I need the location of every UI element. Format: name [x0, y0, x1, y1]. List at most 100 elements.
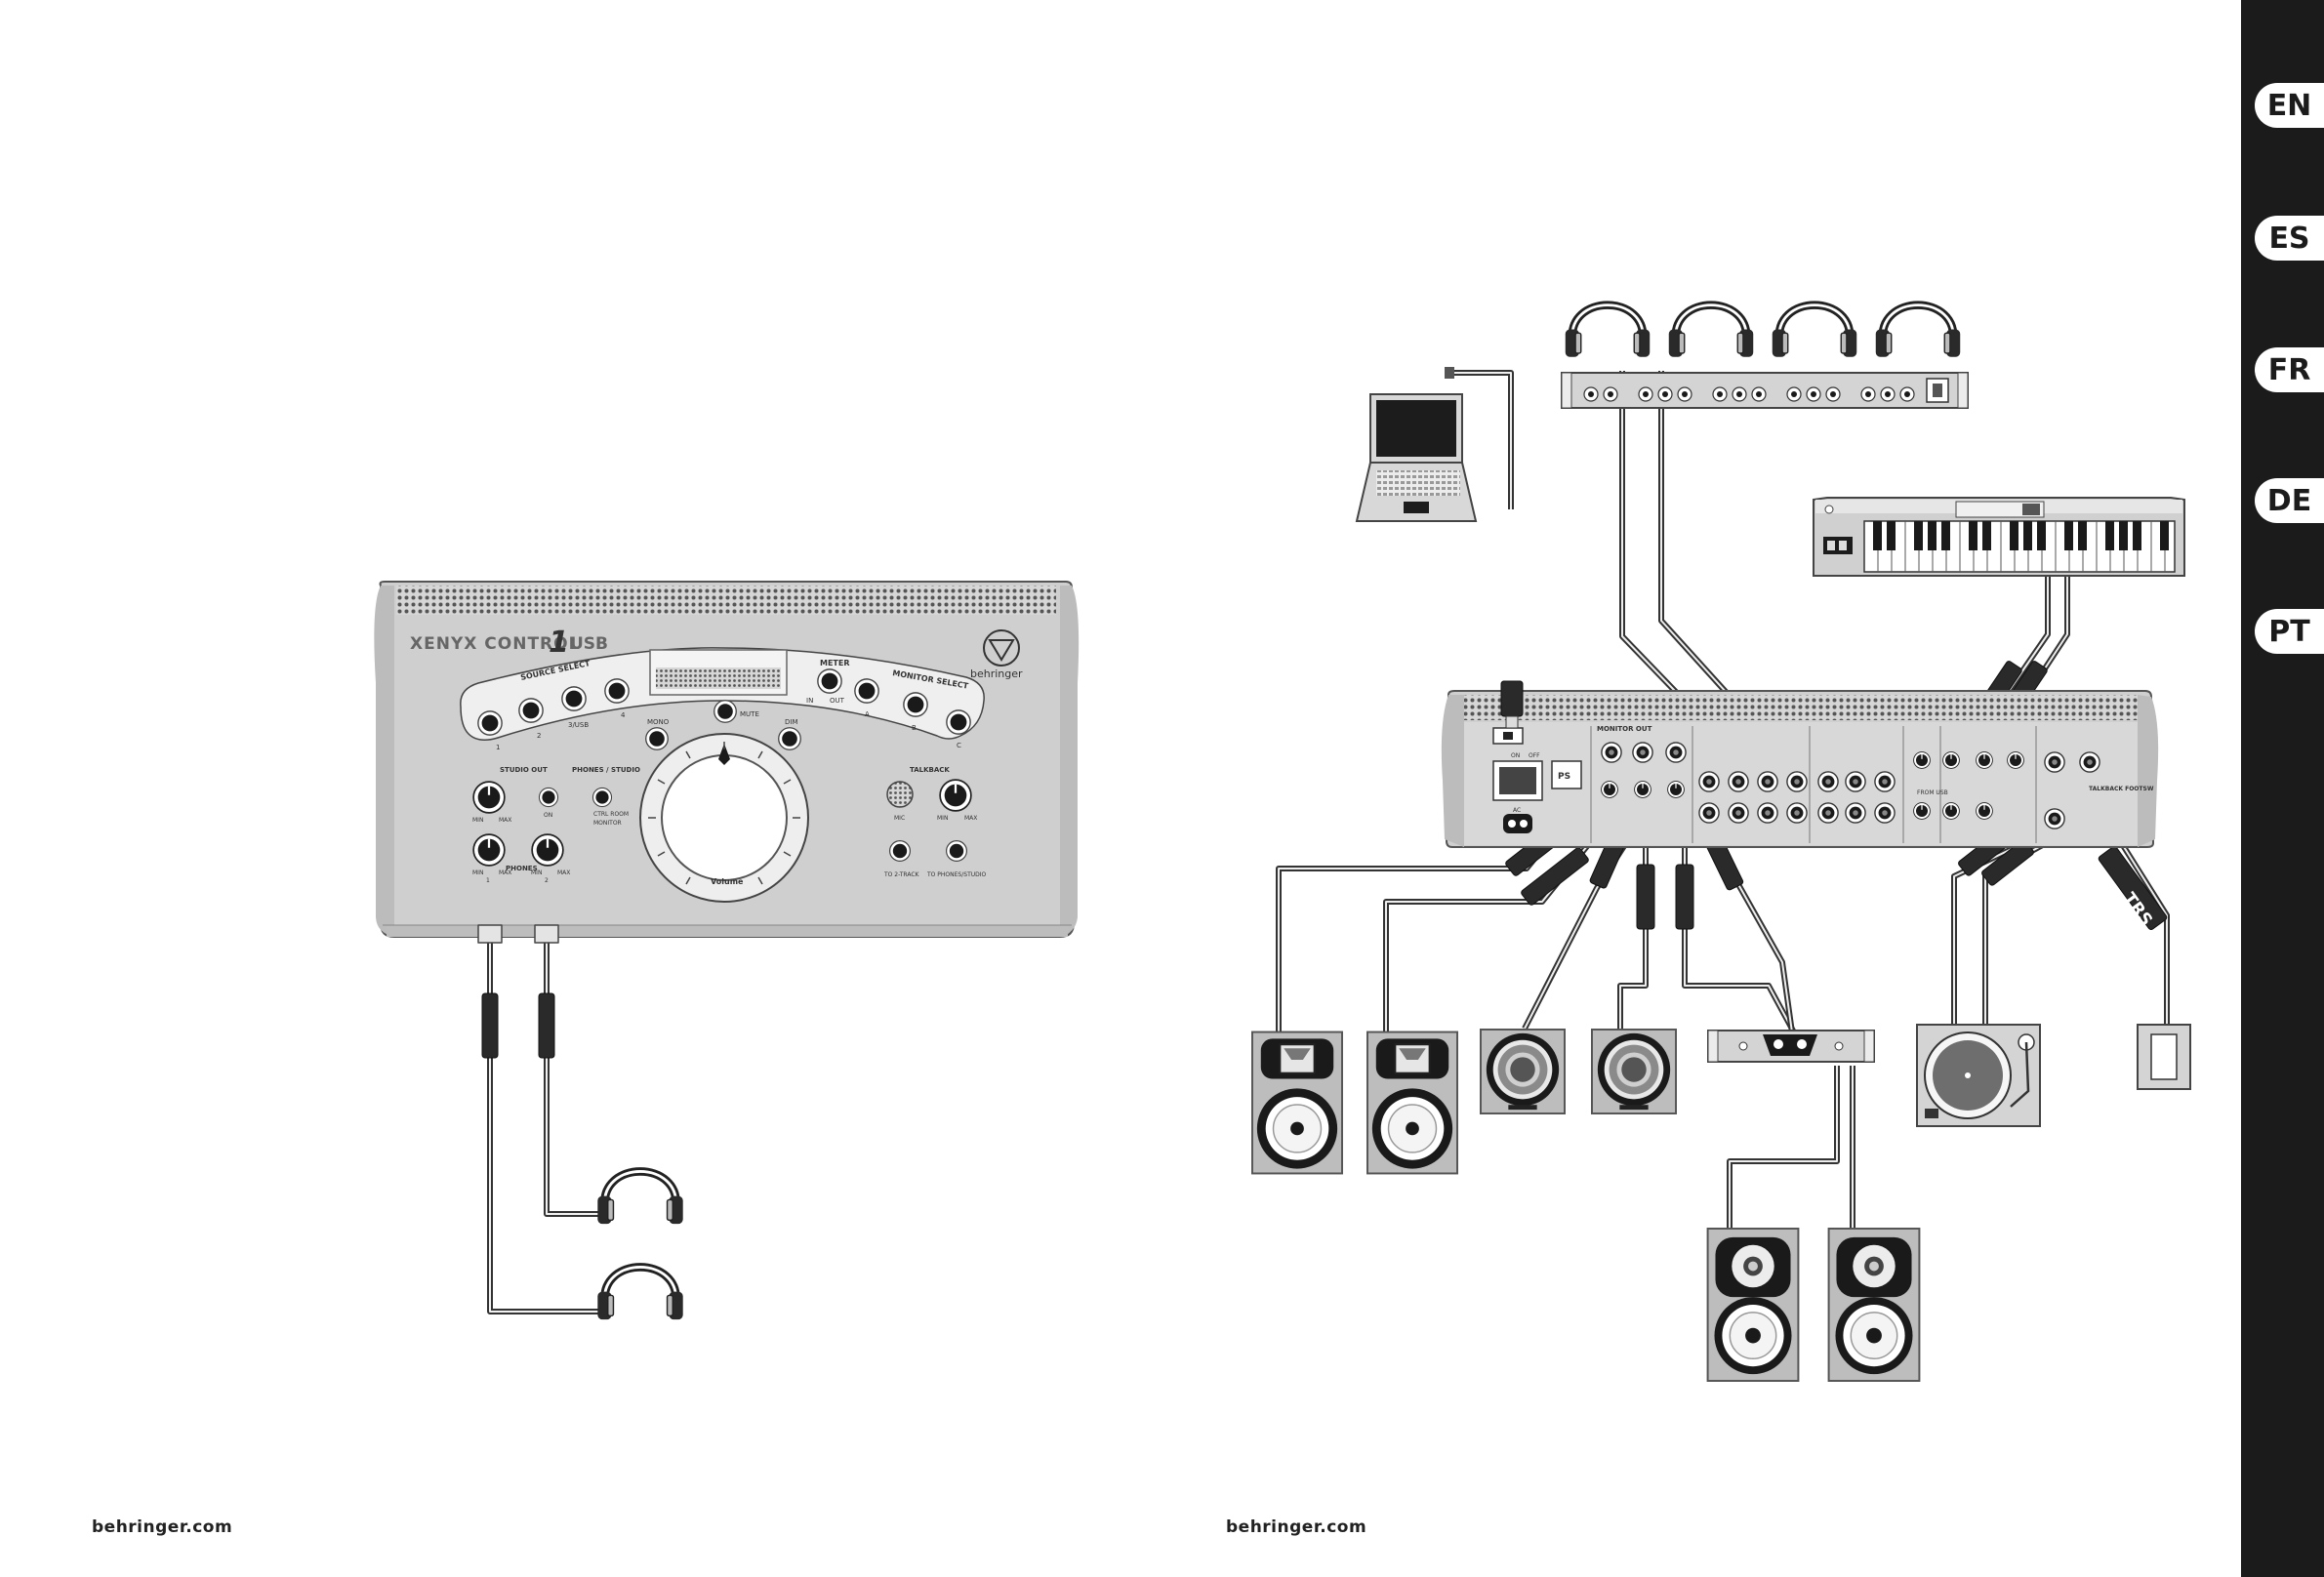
language-tab-fr[interactable]: FR	[2255, 347, 2324, 392]
monitor-c-button[interactable]	[946, 709, 971, 735]
mixer-ac-label: AC	[1513, 807, 1521, 814]
level-meter	[656, 667, 781, 689]
headphones-a-icon	[1566, 305, 1650, 357]
studio-on-button[interactable]	[538, 787, 559, 808]
phones-studio-label: PHONES / STUDIO	[572, 766, 640, 774]
monitor-label-c: C	[957, 742, 961, 749]
brand-text: XENYX CONTROL	[410, 634, 580, 654]
meter-out-label: OUT	[830, 697, 845, 705]
phones-1-min: MIN	[472, 869, 483, 876]
dim-button[interactable]	[778, 727, 801, 750]
talkback-label: TALKBACK	[910, 766, 950, 774]
mixer-from-usb-label: FROM USB	[1917, 789, 1948, 796]
to-phones-studio-button[interactable]	[945, 839, 968, 863]
studio-monitor-3-icon	[1706, 1228, 1800, 1382]
mixer-on-label: ON	[1511, 752, 1520, 759]
mute-button[interactable]	[714, 700, 737, 723]
subwoofer-2-icon	[1591, 1029, 1677, 1114]
phones-ch-2: 2	[545, 877, 549, 884]
talkback-max: MAX	[964, 815, 977, 822]
mono-button[interactable]	[645, 727, 669, 750]
language-tab-es[interactable]: ES	[2255, 216, 2324, 261]
headphones-b-icon	[1669, 305, 1753, 357]
meter-in-label: IN	[806, 697, 813, 705]
language-tab-de[interactable]: DE	[2255, 478, 2324, 523]
subwoofer-1-icon	[1480, 1029, 1566, 1114]
mixer-ps-label: PS	[1558, 772, 1570, 782]
phones-label: PHONES	[506, 865, 538, 872]
headphones-2-icon	[597, 1267, 682, 1319]
volume-knob[interactable]	[639, 733, 809, 903]
studio-monitor-4-icon	[1827, 1228, 1921, 1382]
studio-out-max: MAX	[499, 817, 511, 824]
headphones-c-icon	[1773, 305, 1856, 357]
control1-phones-cables	[477, 924, 607, 1314]
footswitch-icon	[2137, 1024, 2191, 1090]
midi-keyboard	[1813, 497, 2185, 577]
talkback-mic-icon	[886, 781, 914, 808]
studio-monitor-1-icon	[1251, 1031, 1343, 1175]
monitor-label-a: A	[865, 710, 870, 718]
studio-out-knob[interactable]	[472, 781, 506, 814]
studio-out-label: STUDIO OUT	[500, 766, 548, 774]
phones-2-max: MAX	[557, 869, 570, 876]
logo-text: behringer	[970, 667, 1023, 680]
headphones-d-icon	[1876, 305, 1960, 357]
power-amplifier	[1707, 1030, 1875, 1063]
monitor-mode-label: MONITOR	[593, 820, 622, 827]
talkback-mic-label: MIC	[894, 815, 905, 822]
control1-unit: XENYX CONTROL 1 USB behringer SOURCE SEL…	[374, 581, 1080, 938]
footer-url-left[interactable]: behringer.com	[92, 1517, 233, 1537]
source-label-4: 4	[621, 711, 626, 719]
mixer-off-label: OFF	[1529, 752, 1540, 759]
dim-label: DIM	[785, 718, 798, 726]
studio-monitor-2-icon	[1366, 1031, 1458, 1175]
source-1-button[interactable]	[477, 710, 503, 736]
phones-2-min: MIN	[531, 869, 542, 876]
volume-scale-ticks	[648, 742, 800, 885]
usb-text: USB	[570, 634, 608, 654]
to-2track-button[interactable]	[888, 839, 912, 863]
ctrl-room-label: CTRL ROOM	[593, 811, 629, 818]
meter-button[interactable]	[817, 668, 842, 694]
phones-1-max: MAX	[499, 869, 511, 876]
language-tab-pt[interactable]: PT	[2255, 609, 2324, 654]
to-phones-studio-label: TO PHONES/STUDIO	[926, 871, 987, 878]
source-3usb-button[interactable]	[561, 686, 587, 711]
language-sidebar	[2241, 0, 2324, 1577]
source-label-3: 3/USB	[568, 721, 589, 729]
mono-label: MONO	[647, 718, 670, 726]
to-2track-label: TO 2-TRACK	[883, 871, 920, 878]
mute-label: MUTE	[740, 710, 759, 718]
volume-label: Volume	[711, 877, 744, 886]
phones-studio-button[interactable]	[591, 787, 613, 808]
phones-ch-1: 1	[486, 877, 490, 884]
talkback-knob[interactable]	[939, 779, 972, 812]
monitor-b-button[interactable]	[903, 692, 928, 717]
mixer-unit: ON OFF PS AC MONITOR OUT	[1441, 690, 2159, 848]
phones-2-knob[interactable]	[531, 833, 564, 867]
source-label-2: 2	[537, 732, 541, 740]
headphone-amp	[1561, 372, 1969, 409]
phones-1-knob[interactable]	[472, 833, 506, 867]
behringer-logo-icon	[983, 629, 1020, 667]
laptop-icon	[1355, 393, 1478, 522]
source-2-button[interactable]	[518, 698, 544, 723]
source-label-1: 1	[496, 744, 500, 751]
studio-on-label: ON	[544, 812, 552, 819]
mixer-monitor-out-label: MONITOR OUT	[1597, 725, 1652, 733]
language-tab-en[interactable]: EN	[2255, 83, 2324, 128]
monitor-label-b: B	[912, 724, 917, 732]
model-number: 1	[549, 626, 569, 660]
headphones-1-icon	[597, 1171, 682, 1224]
studio-out-min: MIN	[472, 817, 483, 824]
usb-plug	[1500, 680, 1524, 717]
source-4-button[interactable]	[604, 678, 630, 704]
footer-url-right[interactable]: behringer.com	[1226, 1517, 1367, 1537]
turntable-icon	[1916, 1024, 2041, 1127]
mixer-talkback-footsw-label: TALKBACK FOOTSW	[2089, 786, 2154, 792]
meter-label: METER	[820, 659, 850, 667]
talkback-min: MIN	[937, 815, 948, 822]
monitor-a-button[interactable]	[854, 678, 879, 704]
